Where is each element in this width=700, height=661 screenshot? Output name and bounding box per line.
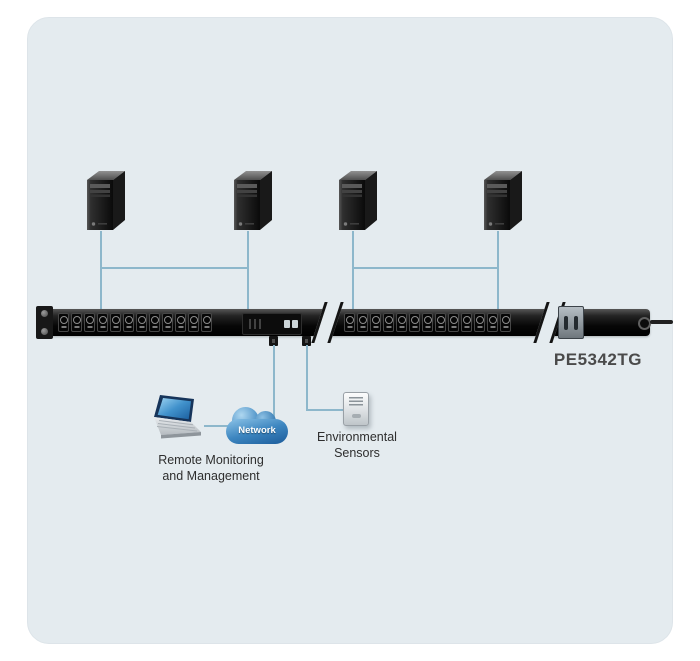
laptop-icon (150, 394, 208, 444)
network-cloud-icon: Network (225, 406, 289, 448)
pdu-mount-bracket-left (36, 306, 53, 339)
power-outlet-icon (448, 313, 459, 332)
tower-server-icon (84, 170, 128, 232)
remote-monitoring-caption: Remote Monitoring and Management (130, 452, 292, 484)
product-model-label: PE5342TG (553, 350, 642, 369)
pdu-outlet-run (58, 313, 212, 332)
power-outlet-icon (136, 313, 147, 332)
sensor-slot (352, 414, 361, 418)
power-outlet-icon (487, 313, 498, 332)
power-outlet-icon (357, 313, 368, 332)
pdu-port-connector (302, 336, 311, 346)
power-outlet-icon (84, 313, 95, 332)
power-outlet-icon (97, 313, 108, 332)
tower-server-icon (336, 170, 380, 232)
sensor-grille (349, 397, 363, 406)
environmental-sensors-caption: Environmental Sensors (294, 429, 420, 461)
caption-line: Sensors (334, 446, 380, 460)
power-outlet-icon (383, 313, 394, 332)
connector-line (352, 231, 354, 311)
power-outlet-icon (461, 313, 472, 332)
network-cloud-label: Network (238, 425, 276, 436)
connector-line (306, 409, 346, 411)
display-led (292, 320, 298, 328)
pdu-end-cap (638, 317, 651, 330)
power-outlet-icon (422, 313, 433, 332)
power-outlet-icon (396, 313, 407, 332)
connector-line (306, 345, 308, 411)
power-outlet-icon (58, 313, 69, 332)
tower-server-icon (481, 170, 525, 232)
power-outlet-icon (123, 313, 134, 332)
connector-line (352, 267, 499, 269)
connector-line (100, 231, 102, 311)
cloud-body (226, 419, 288, 444)
power-outlet-icon (500, 313, 511, 332)
vent-slot (259, 319, 261, 329)
power-outlet-icon (409, 313, 420, 332)
pdu-control-panel (242, 313, 302, 335)
pdu-outlet-run (344, 313, 511, 332)
connector-line (497, 231, 499, 311)
connector-line (247, 231, 249, 311)
bracket-slot (574, 316, 578, 330)
caption-line: and Management (162, 469, 260, 483)
power-outlet-icon (344, 313, 355, 332)
power-outlet-icon (370, 313, 381, 332)
power-outlet-icon (162, 313, 173, 332)
display-led (284, 320, 290, 328)
power-outlet-icon (71, 313, 82, 332)
caption-line: Remote Monitoring (158, 453, 264, 467)
power-outlet-icon (149, 313, 160, 332)
vent-slot (249, 319, 251, 329)
power-outlet-icon (435, 313, 446, 332)
caption-line: Environmental (317, 430, 397, 444)
pdu-mount-bracket-right (558, 306, 584, 339)
power-outlet-icon (110, 313, 121, 332)
pdu-port-connector (269, 336, 278, 346)
power-outlet-icon (188, 313, 199, 332)
power-outlet-icon (201, 313, 212, 332)
tower-server-icon (231, 170, 275, 232)
connector-line (100, 267, 249, 269)
environmental-sensor-icon (341, 390, 373, 430)
power-cord-stub (650, 320, 673, 324)
vent-slot (254, 319, 256, 329)
power-outlet-icon (474, 313, 485, 332)
power-outlet-icon (175, 313, 186, 332)
connector-line (273, 345, 275, 426)
bracket-slot (564, 316, 568, 330)
